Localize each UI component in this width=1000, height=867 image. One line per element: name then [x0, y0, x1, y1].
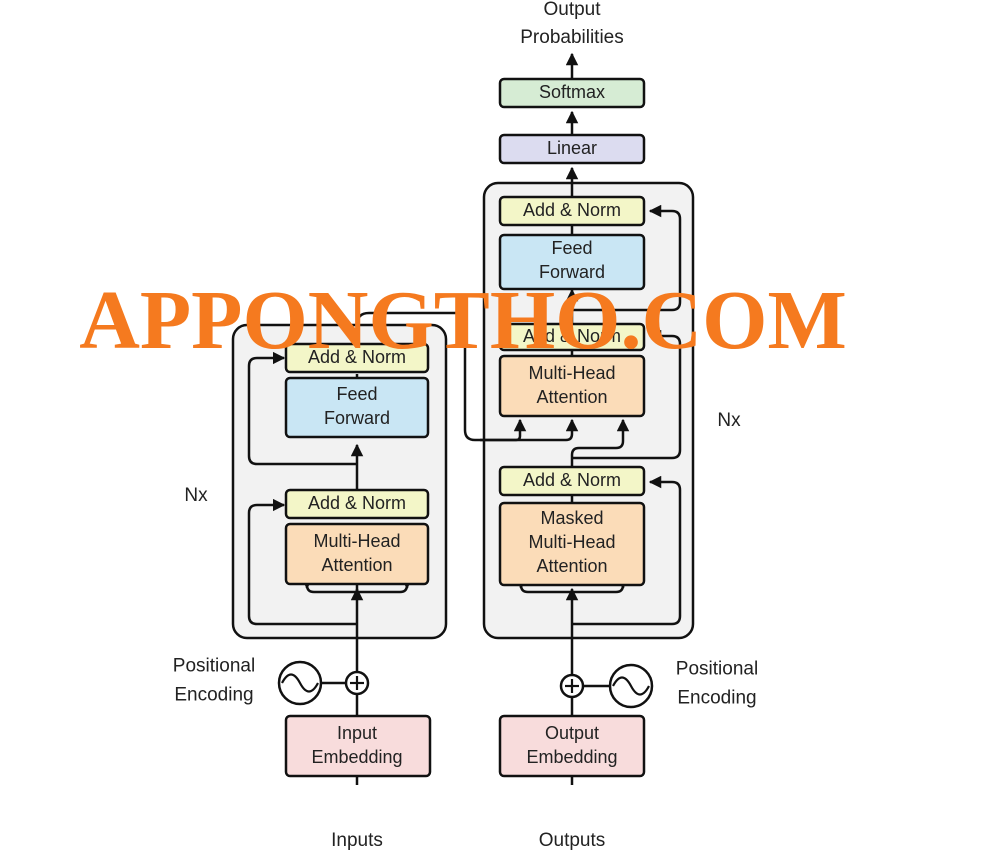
encoder-add-norm-bottom-block: Add & Norm: [284, 488, 430, 520]
decoder-add-positional-icon: [559, 673, 585, 699]
encoder-positional-encoding-icon: [277, 660, 323, 706]
text-line: Outputs: [539, 830, 606, 851]
encoder-add-norm-top-block: Add & Norm: [284, 342, 430, 374]
softmax-block: Softmax: [498, 77, 646, 109]
text-line: Attention: [321, 555, 392, 575]
text-line: Add & Norm: [523, 470, 621, 490]
text-line: Input: [337, 723, 377, 743]
text-line: Multi-Head: [528, 363, 615, 383]
svg-text:Add & Norm: Add & Norm: [523, 470, 621, 490]
text-line: Nx: [184, 485, 208, 506]
text-line: Attention: [536, 387, 607, 407]
watermark: APPONGTHO.COM: [79, 274, 847, 367]
text-line: Add & Norm: [308, 493, 406, 513]
decoder-repeat-label: Nx: [717, 410, 741, 431]
text-line: Embedding: [526, 747, 617, 767]
text-line: Positional: [173, 656, 255, 677]
decoder-add-norm-mid-block: Add & Norm: [498, 322, 646, 352]
text-line: Output: [543, 0, 601, 20]
svg-text:Add & Norm: Add & Norm: [308, 493, 406, 513]
text-line: Softmax: [539, 82, 605, 102]
text-line: Positional: [676, 659, 758, 680]
inputs-label: Inputs: [331, 830, 383, 851]
text-line: Add & Norm: [308, 347, 406, 367]
outputs-label: Outputs: [539, 830, 606, 851]
text-line: Encoding: [677, 688, 756, 709]
text-line: Probabilities: [520, 27, 624, 48]
svg-text:Add & Norm: Add & Norm: [523, 326, 621, 346]
text-line: Attention: [536, 556, 607, 576]
text-line: Nx: [717, 410, 741, 431]
text-line: Multi-Head: [313, 531, 400, 551]
text-line: Forward: [539, 262, 605, 282]
svg-text:Softmax: Softmax: [539, 82, 605, 102]
svg-text:Add & Norm: Add & Norm: [308, 347, 406, 367]
text-line: Feed: [551, 238, 592, 258]
text-line: Feed: [336, 384, 377, 404]
text-line: Forward: [324, 408, 390, 428]
linear-block: Linear: [498, 133, 646, 165]
text-line: Masked: [540, 508, 603, 528]
text-line: Linear: [547, 138, 597, 158]
text-line: Add & Norm: [523, 326, 621, 346]
text-line: Output: [545, 723, 599, 743]
text-line: Encoding: [174, 685, 253, 706]
encoder-add-positional-icon: [344, 670, 370, 696]
svg-text:Add & Norm: Add & Norm: [523, 200, 621, 220]
decoder-add-norm-bottom-block: Add & Norm: [498, 465, 646, 497]
decoder-positional-encoding-icon: [608, 663, 654, 709]
text-line: Add & Norm: [523, 200, 621, 220]
decoder-add-norm-top-block: Add & Norm: [498, 195, 646, 227]
svg-text:Linear: Linear: [547, 138, 597, 158]
text-line: Embedding: [311, 747, 402, 767]
text-line: Multi-Head: [528, 532, 615, 552]
text-line: Inputs: [331, 830, 383, 851]
encoder-repeat-label: Nx: [184, 485, 208, 506]
